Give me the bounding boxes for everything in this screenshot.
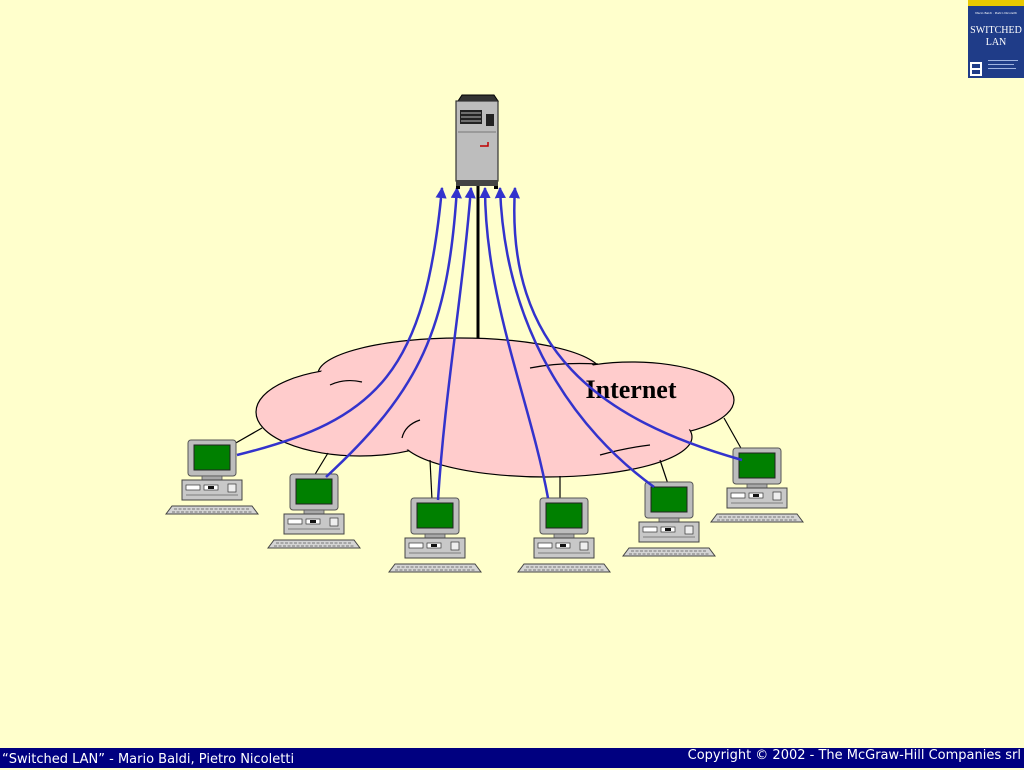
workstation-icon <box>710 447 804 523</box>
flow-arrow-2 <box>325 186 462 478</box>
access-link-2 <box>313 452 329 477</box>
access-link-1 <box>233 427 263 445</box>
flow-arrow-3 <box>436 186 476 501</box>
workstation-icon <box>622 481 716 557</box>
workstation-icon <box>517 497 611 573</box>
access-link-3 <box>429 459 433 501</box>
workstation-icon <box>165 439 259 515</box>
book-title-line1: SWITCHED <box>970 25 1022 36</box>
footer-left-text: “Switched LAN” - Mario Baldi, Pietro Nic… <box>2 752 295 767</box>
access-links <box>233 417 743 501</box>
flow-arrow-6 <box>508 186 743 462</box>
book-authors: Mario Baldi · Pietro Nicoletti <box>975 11 1017 15</box>
footer-copyright: Copyright © 2002 - The McGraw-Hill Compa… <box>687 748 1021 763</box>
flow-arrow-5 <box>494 186 655 489</box>
access-link-6 <box>723 417 743 451</box>
workstation-icon <box>388 497 482 573</box>
access-link-5 <box>659 459 669 485</box>
server-icon <box>455 94 499 189</box>
footer-bar: “Switched LAN” - Mario Baldi, Pietro Nic… <box>0 748 1024 768</box>
flow-arrows <box>236 186 743 501</box>
flow-arrow-4 <box>479 186 550 499</box>
cloud-icon <box>255 337 735 478</box>
flow-arrow-1 <box>236 186 447 457</box>
book-cover-thumbnail: Mario Baldi · Pietro Nicoletti SWITCHED … <box>968 0 1024 78</box>
workstation-icon <box>267 473 361 549</box>
network-diagram: Internet <box>165 94 804 573</box>
cloud-label-internet: Internet <box>586 375 677 404</box>
book-title-line2: LAN <box>986 37 1007 48</box>
